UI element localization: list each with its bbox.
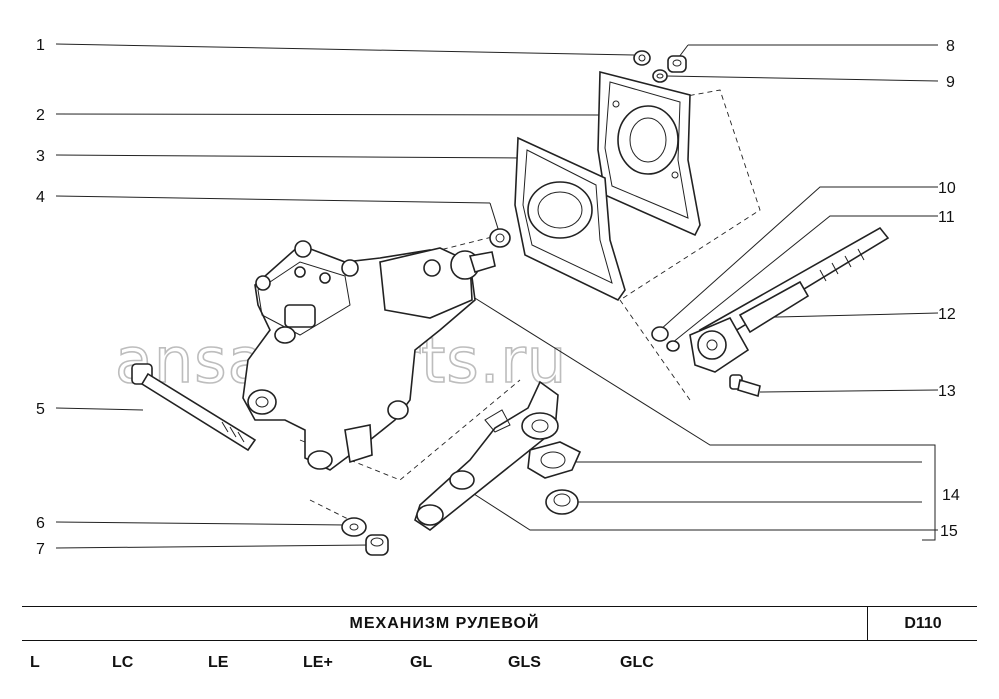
gasket-part-3 — [514, 136, 626, 302]
nut-part-14 — [545, 489, 579, 515]
callout-4: 4 — [36, 189, 45, 206]
washer-part-6 — [341, 517, 367, 537]
trim-level: LC — [112, 654, 134, 671]
steering-gear-housing — [242, 240, 496, 471]
callout-10: 10 — [938, 180, 956, 197]
nut-part-8 — [667, 55, 687, 73]
callout-9: 9 — [946, 74, 955, 91]
callout-labels: 1 2 3 4 5 6 7 8 9 10 11 12 13 14 15 — [36, 37, 960, 558]
seal-part-4 — [489, 228, 511, 248]
trim-level: LE+ — [303, 654, 333, 671]
callout-8: 8 — [946, 38, 955, 55]
trim-level: GLC — [620, 654, 654, 671]
trim-level: GLS — [508, 654, 541, 671]
callout-1: 1 — [36, 37, 45, 54]
callout-3: 3 — [36, 148, 45, 165]
callout-2: 2 — [36, 107, 45, 124]
nut-part-1 — [633, 50, 651, 66]
lock-washer-part-14 — [527, 441, 582, 479]
trim-levels: L LC LE LE+ GL GLS GLC — [0, 650, 999, 684]
page-title: МЕХАНИЗМ РУЛЕВОЙ — [349, 615, 540, 632]
steering-mechanism-diagram: ansat-parts.ru — [36, 37, 960, 558]
trim-level: L — [30, 654, 40, 671]
callout-14: 14 — [942, 487, 960, 504]
callout-5: 5 — [36, 401, 45, 418]
intermediate-shaft-part-12 — [689, 226, 890, 373]
callout-13: 13 — [938, 383, 956, 400]
callout-11: 11 — [938, 209, 955, 226]
leader-lines — [55, 43, 939, 549]
washer-part-11 — [666, 340, 680, 352]
mounting-plate-part-2 — [597, 70, 701, 237]
trim-level: LE — [208, 654, 229, 671]
nut-part-7 — [365, 534, 389, 556]
title-divider — [867, 607, 868, 640]
callout-12: 12 — [938, 306, 956, 323]
pitman-arm-part-15 — [414, 380, 559, 531]
callout-15: 15 — [940, 523, 958, 540]
callout-7: 7 — [36, 541, 45, 558]
title-bar: МЕХАНИЗМ РУЛЕВОЙ D110 — [22, 606, 977, 641]
washer-part-9 — [652, 69, 668, 83]
nut-part-10 — [651, 326, 669, 342]
bolt-part-5 — [131, 363, 257, 452]
diagram-code: D110 — [904, 615, 942, 632]
bolt-part-13 — [729, 374, 761, 398]
trim-level: GL — [410, 654, 433, 671]
callout-6: 6 — [36, 515, 45, 532]
